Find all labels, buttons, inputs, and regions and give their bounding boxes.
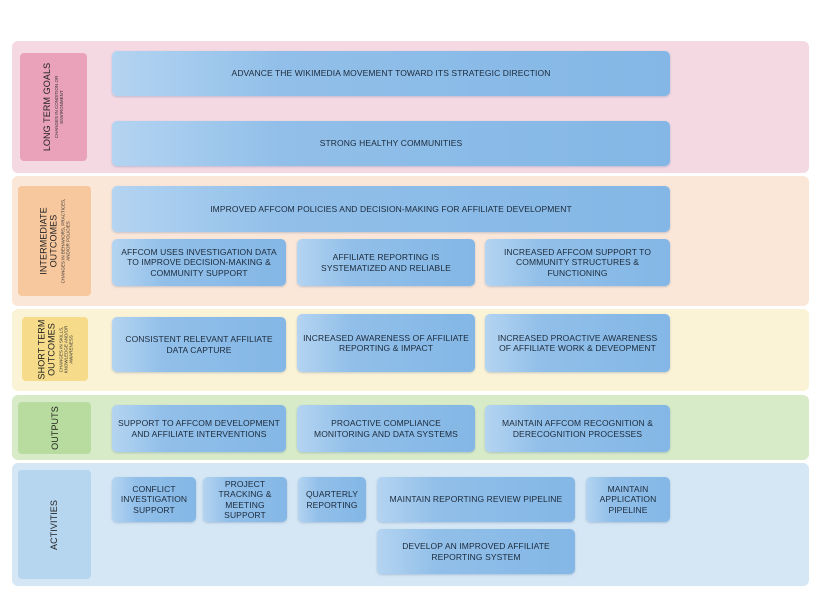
outcome-affcom-uses-investigation-data: AFFCOM USES INVESTIGATION DATA TO IMPROV… <box>112 239 286 286</box>
activity-develop-reporting-system: DEVELOP AN IMPROVED AFFILIATE REPORTING … <box>377 529 575 574</box>
goal-strong-healthy-communities: STRONG HEALTHY COMMUNITIES <box>112 121 670 166</box>
long-term-goals-title: LONG TERM GOALS <box>42 62 53 152</box>
activities-title: ACTIVITIES <box>49 499 60 550</box>
outcome-improved-affcom-policies: IMPROVED AFFCOM POLICIES AND DECISION-MA… <box>112 186 670 232</box>
intermediate-outcomes-label: INTERMEDIATE OUTCOMES CHANGES IN BEHAVIO… <box>18 186 91 296</box>
activity-project-tracking: PROJECT TRACKING & MEETING SUPPORT <box>203 477 287 522</box>
outcome-increased-affcom-support: INCREASED AFFCOM SUPPORT TO COMMUNITY ST… <box>485 239 670 286</box>
output-compliance-monitoring: PROACTIVE COMPLIANCE MONITORING AND DATA… <box>297 405 475 452</box>
long-term-goals-label: LONG TERM GOALS CHANGES IN CONDITION OR … <box>20 53 87 161</box>
activity-quarterly-reporting: QUARTERLY REPORTING <box>298 477 366 522</box>
long-term-goals-subtitle: CHANGES IN CONDITION OR ENVIRONMENT <box>54 75 65 139</box>
activities-label: ACTIVITIES <box>18 470 91 579</box>
output-affcom-development-support: SUPPORT TO AFFCOM DEVELOPMENT AND AFFILI… <box>112 405 286 452</box>
activity-reporting-review-pipeline: MAINTAIN REPORTING REVIEW PIPELINE <box>377 477 575 522</box>
outcome-consistent-data-capture: CONSISTENT RELEVANT AFFILIATE DATA CAPTU… <box>112 317 286 372</box>
intermediate-outcomes-title: INTERMEDIATE OUTCOMES <box>38 207 59 275</box>
short-term-outcomes-title: SHORT TERM OUTCOMES <box>36 318 57 380</box>
activity-application-pipeline: MAINTAIN APPLICATION PIPELINE <box>586 477 670 522</box>
outcome-increased-reporting-awareness: INCREASED AWARENESS OF AFFILIATE REPORTI… <box>297 314 475 372</box>
output-recognition-processes: MAINTAIN AFFCOM RECOGNITION & DERECOGNIT… <box>485 405 670 452</box>
intermediate-outcomes-subtitle: CHANGES IN BEHAVIORS, PRACTICES, AND/OR … <box>60 198 71 284</box>
activity-conflict-investigation: CONFLICT INVESTIGATION SUPPORT <box>112 477 196 522</box>
outcome-increased-proactive-awareness: INCREASED PROACTIVE AWARENESS OF AFFILIA… <box>485 314 670 372</box>
outputs-label: OUTPUTS <box>18 402 91 454</box>
outputs-title: OUTPUTS <box>49 406 60 450</box>
short-term-outcomes-label: SHORT TERM OUTCOMES CHANGES IN SKILLS, K… <box>22 317 88 381</box>
outcome-affiliate-reporting-systematized: AFFILIATE REPORTING IS SYSTEMATIZED AND … <box>297 239 475 286</box>
short-term-outcomes-subtitle: CHANGES IN SKILLS, KNOWLEDGE AND/OR AWAR… <box>58 325 74 373</box>
goal-advance-wikimedia-movement: ADVANCE THE WIKIMEDIA MOVEMENT TOWARD IT… <box>112 51 670 96</box>
